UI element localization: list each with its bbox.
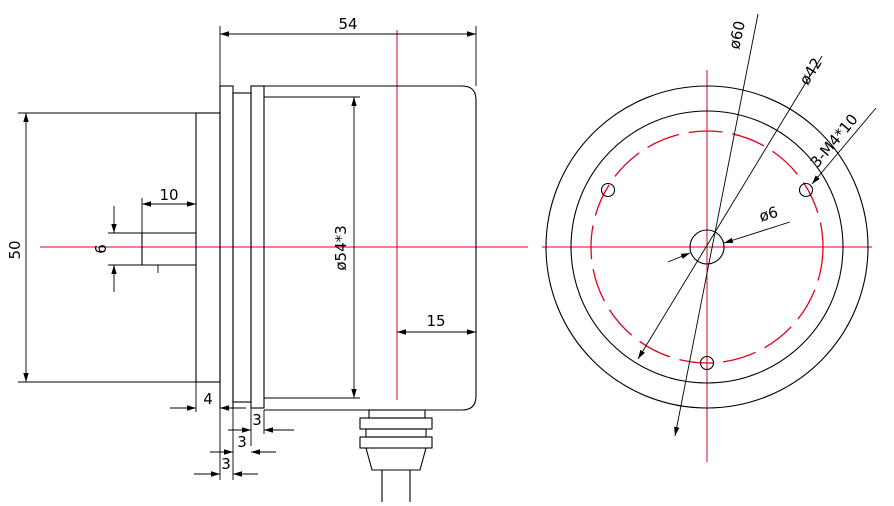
- center-bore: [689, 229, 725, 265]
- dim-holes-label: 3-M4*10: [807, 110, 862, 171]
- bolt-circle: [590, 130, 824, 364]
- inner-circle: [570, 110, 844, 384]
- dim-3b-label: 3: [237, 433, 247, 451]
- main-body: [264, 85, 477, 411]
- dim-6-label: 6: [92, 244, 110, 254]
- outer-circle: [545, 85, 869, 409]
- dim-15-label: 15: [426, 312, 445, 330]
- dim-outer-dia: ø60: [674, 13, 759, 437]
- flange-3: [250, 85, 265, 409]
- shaft: [141, 232, 196, 273]
- dim-3c-label: 3: [221, 455, 231, 473]
- dim-3a-label: 3: [252, 411, 262, 429]
- dim-flange-3: 3: [210, 402, 276, 480]
- dim-shaft-length: 10: [141, 186, 196, 233]
- dim-42-label: ø42: [796, 55, 826, 89]
- dim-flange-1: 4: [170, 382, 246, 480]
- dim-10-label: 10: [159, 186, 178, 204]
- mounting-holes: [600, 182, 814, 371]
- side-view: 54 50 10 6 ø54*3: [6, 15, 528, 502]
- dim-60-label: ø60: [725, 19, 748, 50]
- dim-bore: ø6: [667, 203, 791, 263]
- dim-flange-2: 3: [228, 408, 294, 446]
- dim-bore-label: ø6: [757, 203, 780, 225]
- dim-shaft-dia: 6: [92, 206, 142, 292]
- front-view: ø60 ø42 3-M4*10 ø6: [542, 13, 877, 462]
- dim-height: 50: [6, 112, 196, 383]
- dim-4-label: 4: [203, 390, 213, 408]
- dim-50-label: 50: [6, 240, 24, 259]
- dim-body-dia: ø54*3: [264, 96, 360, 399]
- dim-offset: 15: [397, 312, 476, 335]
- dim-holes: 3-M4*10: [807, 107, 877, 185]
- dim-overall-length: 54: [219, 15, 477, 86]
- dim-54x3-label: ø54*3: [332, 225, 350, 270]
- cable-gland: [359, 409, 433, 502]
- dim-flange-4: 3: [194, 455, 258, 477]
- dim-54-label: 54: [338, 15, 357, 33]
- dim-bolt-circle: ø42: [637, 55, 826, 360]
